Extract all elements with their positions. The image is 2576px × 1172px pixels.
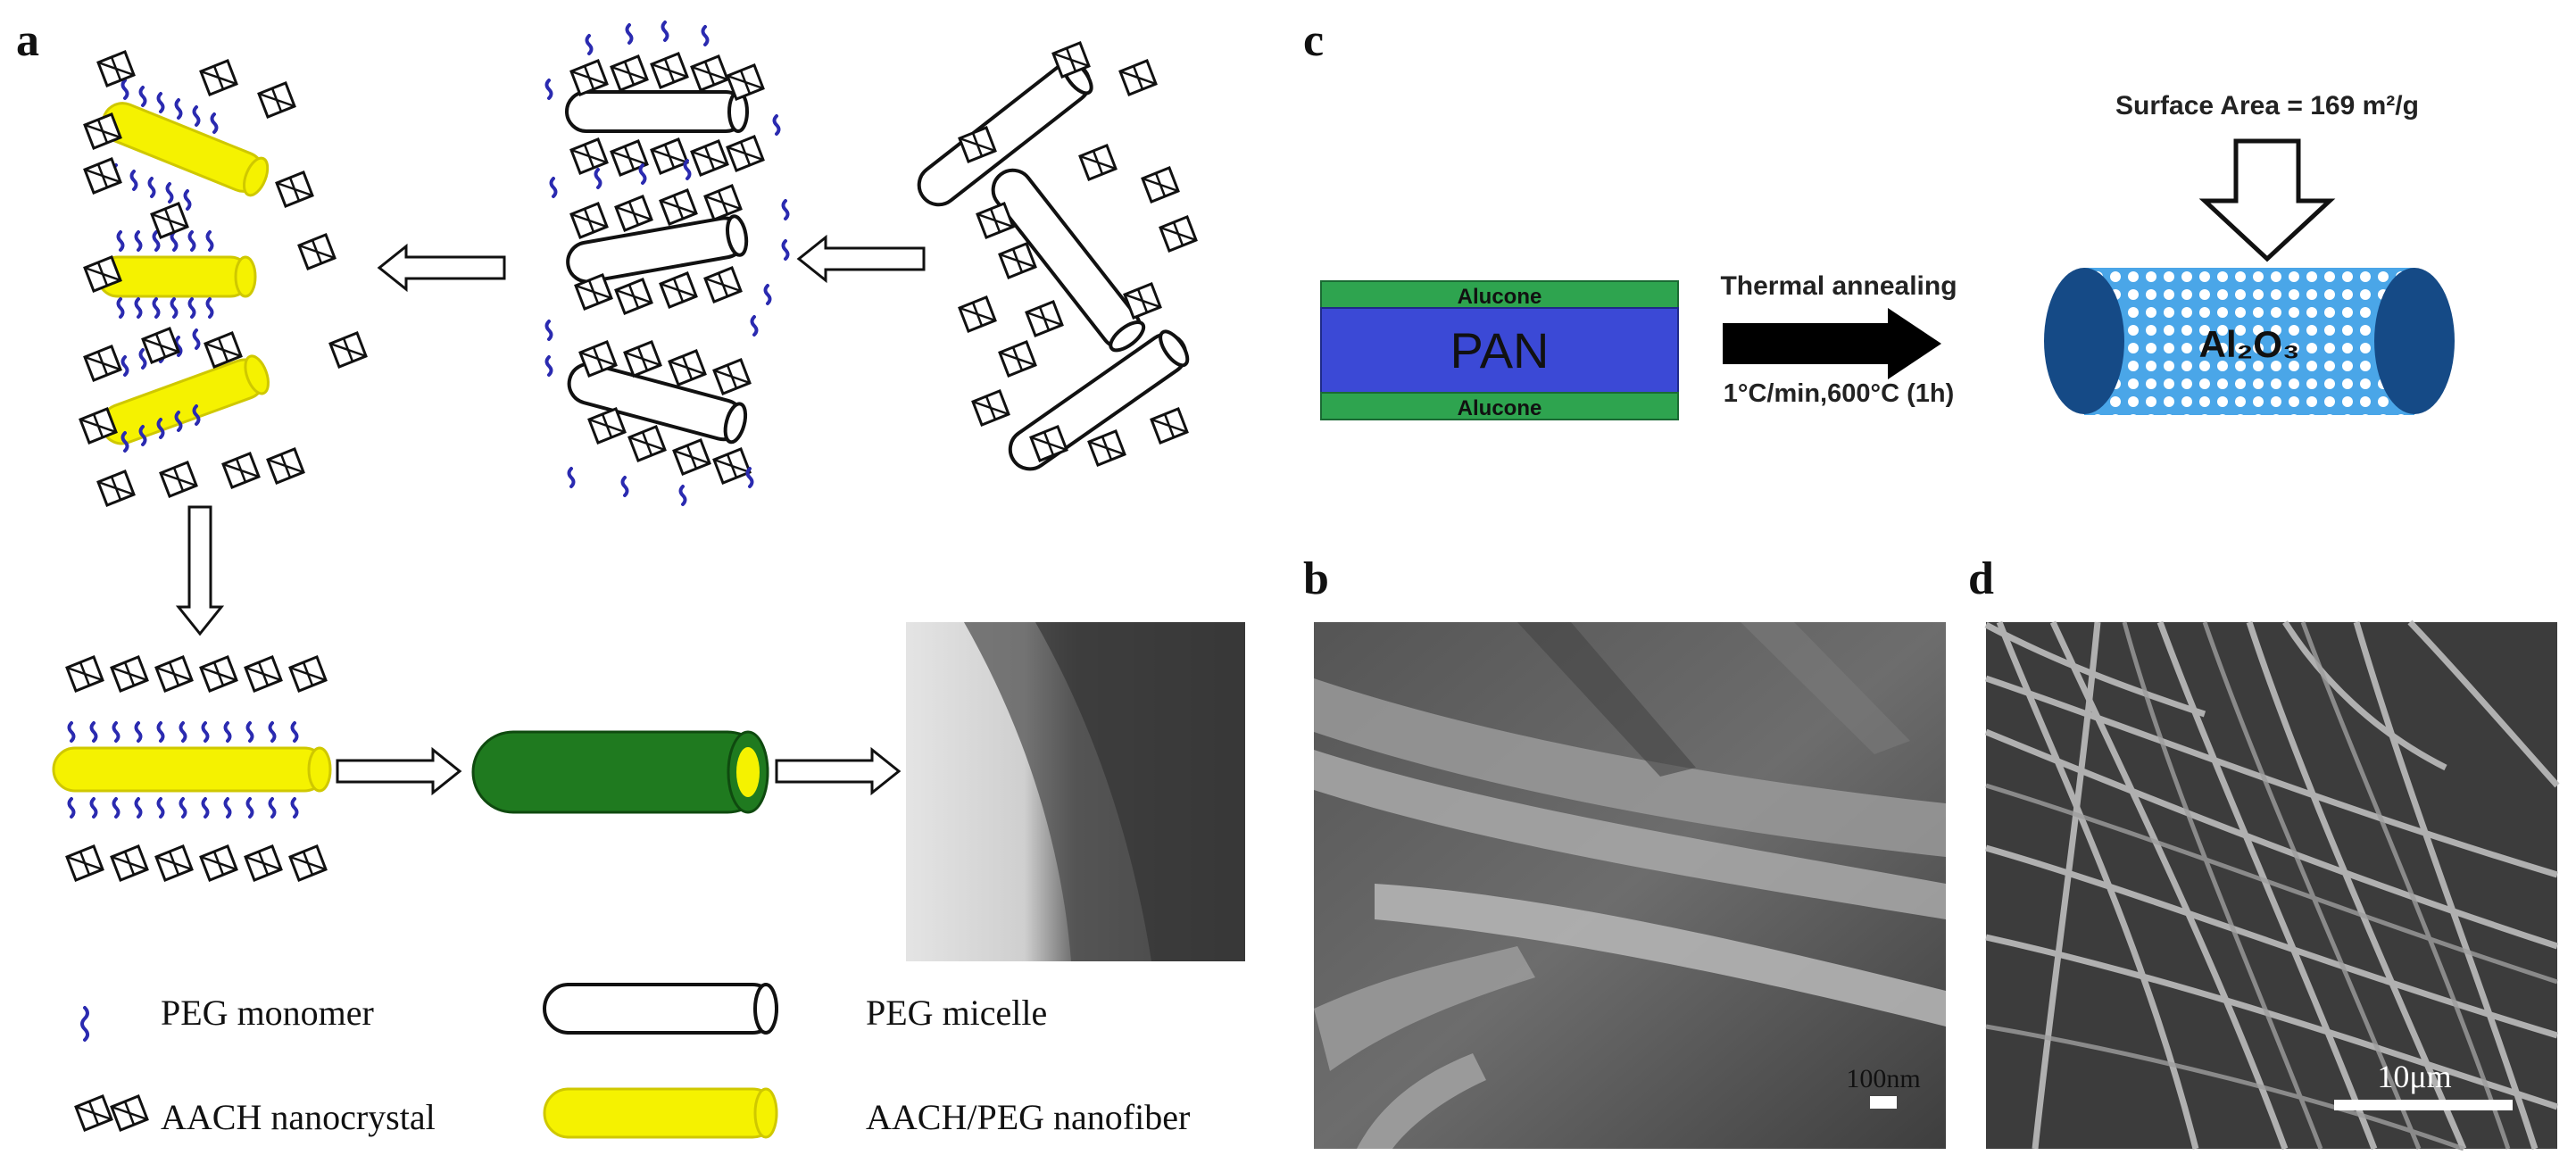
panel-d-label: d <box>1968 553 1994 604</box>
aach-nanocrystal-icon <box>74 1094 149 1132</box>
stage-nanofiber-sandwich <box>52 655 332 882</box>
arrow-left-2 <box>377 243 506 293</box>
legend-aach-peg-nanofiber: AACH/PEG nanofiber <box>866 1097 1190 1137</box>
legend-peg-monomer: PEG monomer <box>161 993 374 1033</box>
al2o3-label: Al₂O₃ <box>2199 323 2300 365</box>
arrow-down <box>175 505 225 636</box>
thermal-annealing-label: Thermal annealing <box>1720 271 1957 301</box>
stage-nanofibers-assembled <box>79 50 368 507</box>
stage-micelles-dispersed <box>917 41 1198 471</box>
stage-calcined-fiber <box>471 730 769 814</box>
process-arrow <box>1723 308 1941 379</box>
panel-a: a <box>16 15 1245 1139</box>
arrow-right-1 <box>336 746 462 796</box>
scale-bar-b-label: 100nm <box>1846 1064 1920 1093</box>
aach-peg-nanofiber-icon <box>543 1087 778 1139</box>
layer-stack: Alucone PAN Alucone <box>1320 280 1679 420</box>
sem-image-d: 10μm <box>1984 619 2560 1151</box>
scale-bar-d <box>2334 1100 2513 1110</box>
legend-peg-micelle: PEG micelle <box>866 993 1047 1033</box>
panel-c: c Alucone PAN Alucone Thermal annealing … <box>1303 15 2455 420</box>
peg-monomer-icon <box>80 1006 89 1042</box>
layer-alucone-bottom: Alucone <box>1458 396 1542 420</box>
al2o3-tube: Al₂O₃ <box>2044 268 2455 415</box>
panel-d: d <box>1968 553 2560 1151</box>
sem-image-b: 100nm <box>1314 622 1946 1149</box>
surface-area-arrow <box>2198 138 2336 262</box>
annealing-conditions-label: 1°C/min,600°C (1h) <box>1724 379 1954 408</box>
panel-a-label: a <box>16 15 39 66</box>
panel-b-label: b <box>1303 553 1329 604</box>
scale-bar-d-label: 10μm <box>2377 1059 2451 1094</box>
panel-c-label: c <box>1303 15 1324 66</box>
legend: PEG monomer PEG micelle AACH nanocrystal… <box>74 983 1190 1139</box>
surface-area-label: Surface Area = 169 m²/g <box>2115 91 2419 121</box>
peg-micelle-icon <box>543 983 778 1035</box>
stage-micelles-coated <box>544 21 790 506</box>
legend-aach-nanocrystal: AACH nanocrystal <box>161 1097 436 1137</box>
tem-image <box>906 622 1245 961</box>
arrow-left-1 <box>796 234 926 284</box>
layer-alucone-top: Alucone <box>1458 285 1542 309</box>
scale-bar-b <box>1870 1096 1897 1109</box>
arrow-right-2 <box>775 746 902 796</box>
layer-pan: PAN <box>1450 322 1550 378</box>
panel-b: b 100nm <box>1303 553 1946 1149</box>
